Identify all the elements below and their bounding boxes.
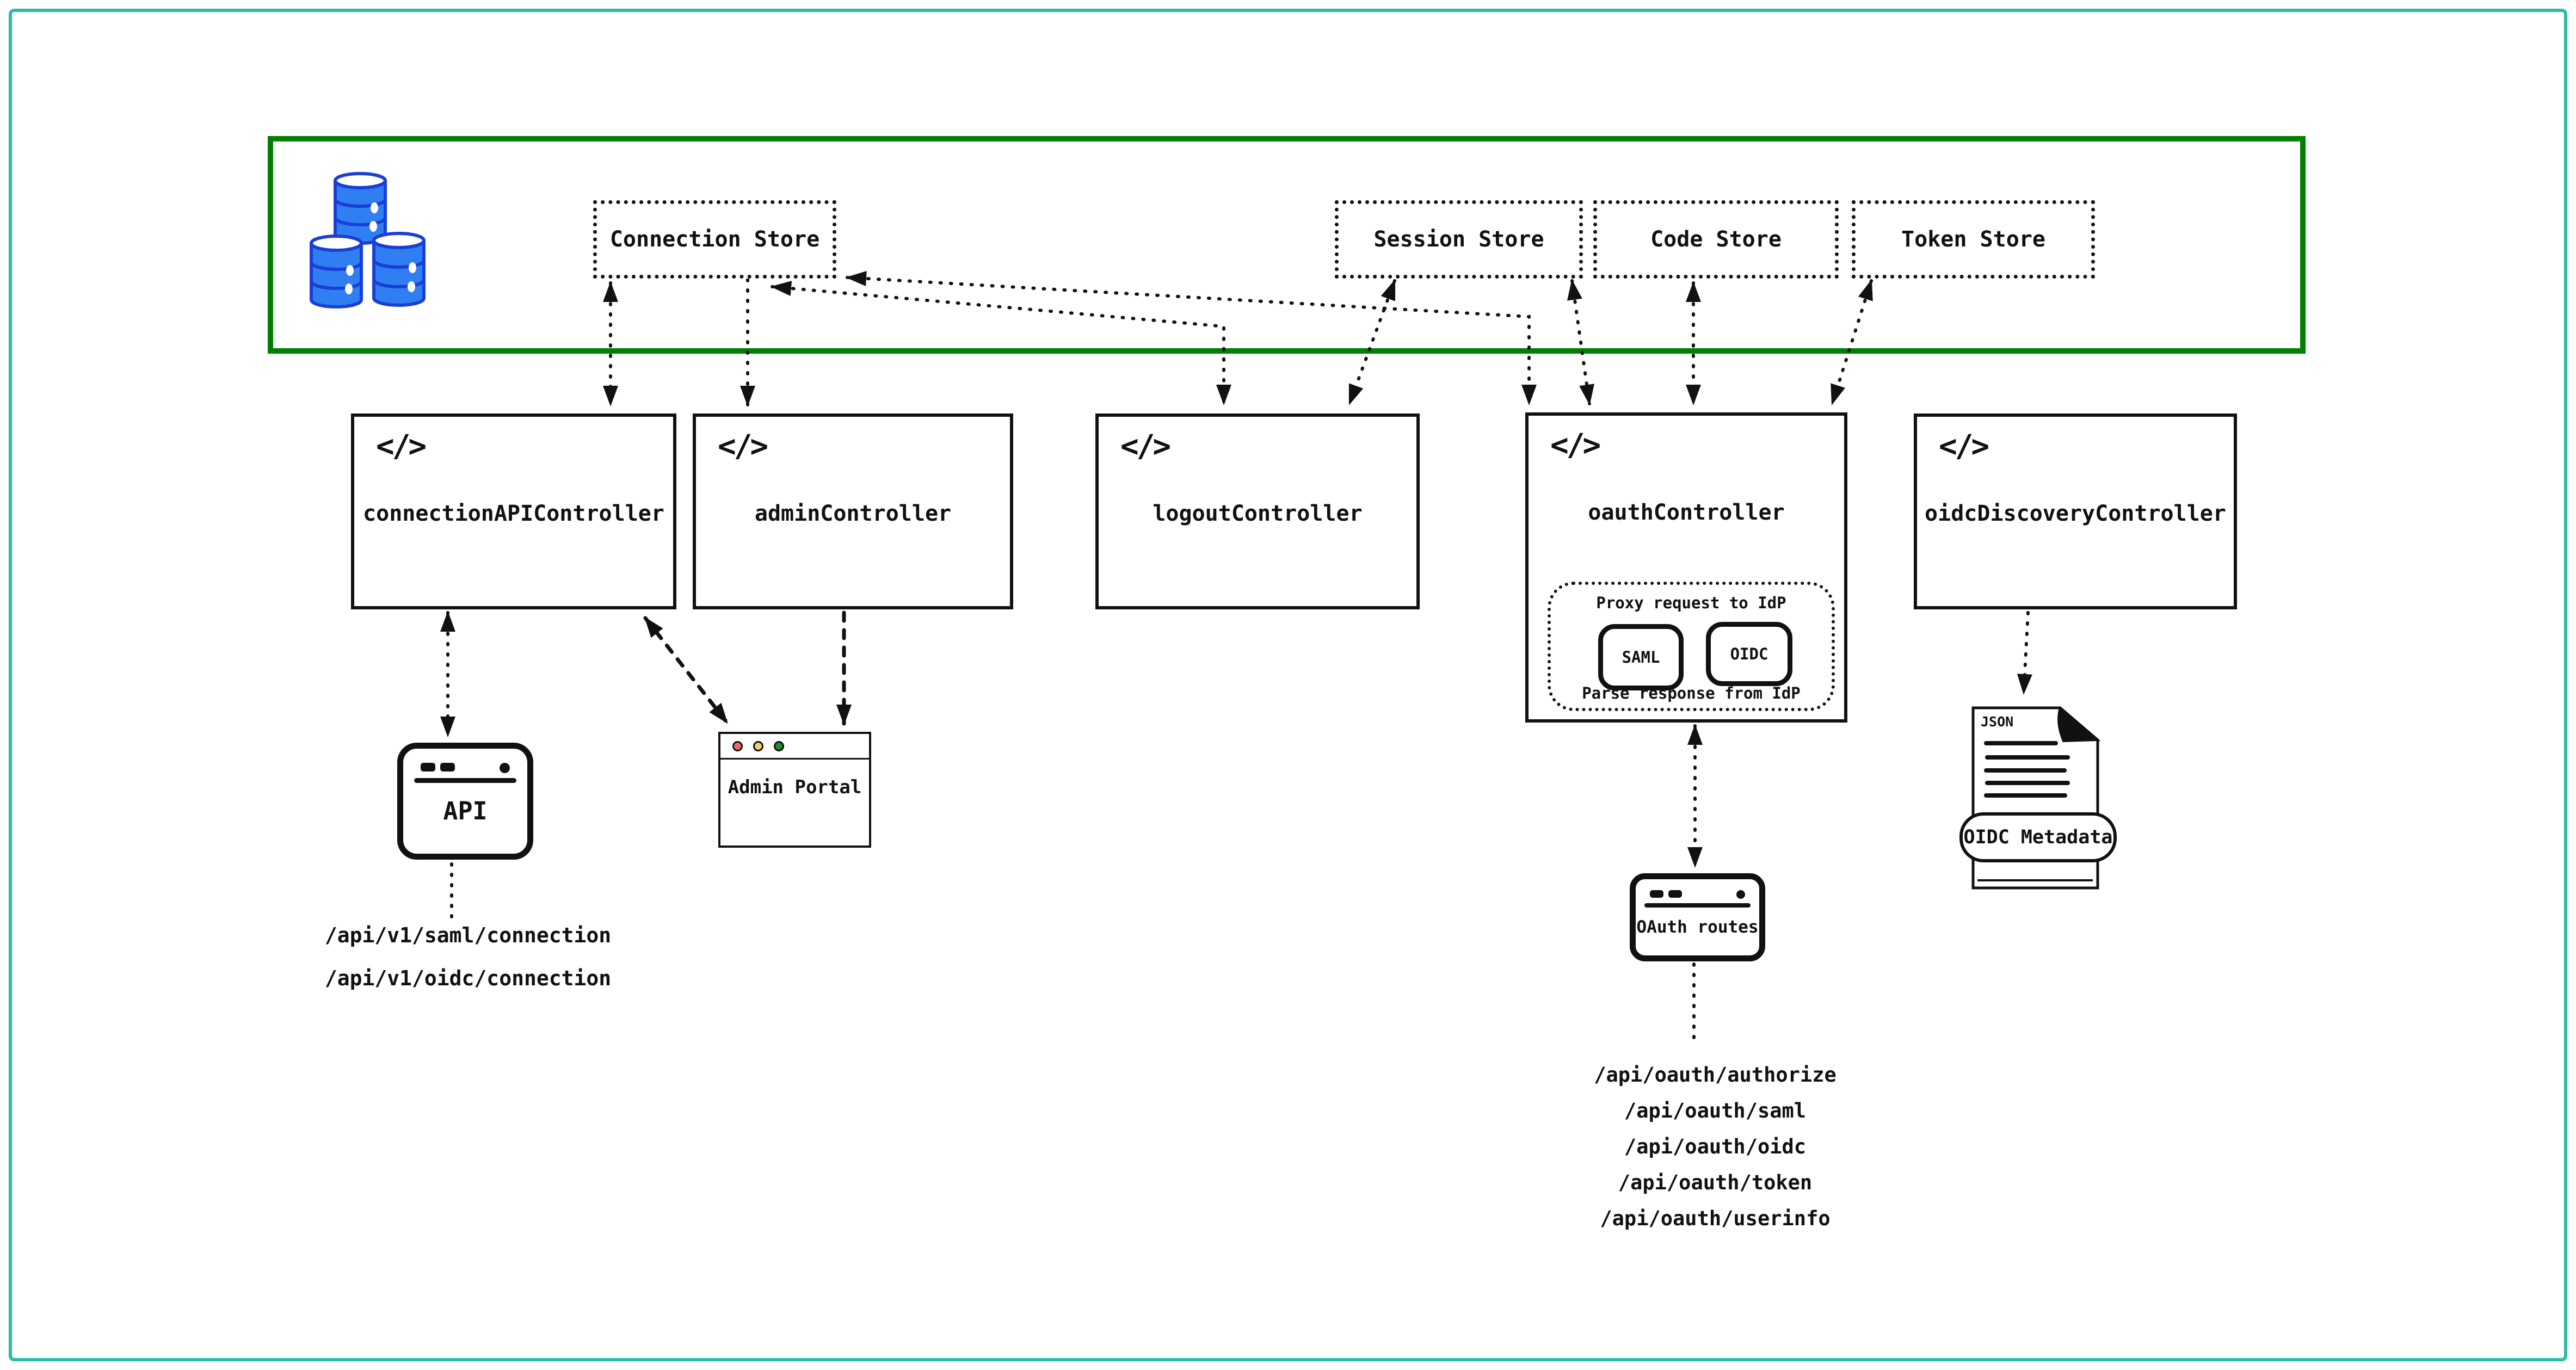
- window-titlebar-line: [1644, 903, 1751, 908]
- window-square-icon: [440, 763, 455, 772]
- oauth-routes-label: OAuth routes: [1636, 917, 1759, 937]
- node-oauth-controller: </> oauthController Proxy request to IdP…: [1525, 412, 1847, 723]
- red-dot-icon: [732, 740, 743, 751]
- oauth-path: /api/oauth/userinfo: [1600, 1207, 1831, 1230]
- node-label: adminController: [754, 501, 952, 526]
- api-window browser-window-icon: API: [397, 743, 533, 860]
- arrow-token-store-oauth: [1831, 279, 1873, 405]
- node-oidc-discovery-controller: </> oidcDiscoveryController: [1914, 414, 2237, 609]
- yellow-dot-icon: [753, 740, 763, 751]
- code-icon: </>: [1550, 428, 1601, 463]
- idp-proxy-group: Proxy request to IdP SAML OIDC Parse res…: [1548, 582, 1835, 711]
- node-label: connectionAPIController: [363, 501, 664, 526]
- node-label: logoutController: [1153, 501, 1363, 526]
- oauth-path: /api/oauth/saml: [1624, 1099, 1807, 1122]
- arrow-session-store-logout: [1348, 279, 1396, 405]
- node-label: oauthController: [1588, 500, 1785, 525]
- json-file-type-label: JSON: [1981, 714, 2014, 730]
- store-token-label: Token Store: [1901, 227, 2045, 252]
- window-square-icon: [421, 763, 435, 772]
- node-logout-controller: </> logoutController: [1095, 414, 1420, 609]
- oidc-chip: OIDC: [1706, 622, 1792, 686]
- store-connection: Connection Store: [593, 200, 836, 279]
- store-code-label: Code Store: [1650, 227, 1782, 252]
- oauth-path: /api/oauth/oidc: [1624, 1135, 1807, 1158]
- admin-portal-label: Admin Portal: [728, 776, 862, 798]
- window-square-icon: [1650, 890, 1663, 898]
- admin-portal-titlebar: [720, 734, 869, 760]
- window-dot-icon: [1736, 890, 1745, 899]
- oauth-path: /api/oauth/authorize: [1594, 1063, 1837, 1087]
- api-path: /api/v1/oidc/connection: [324, 966, 612, 990]
- proxy-request-label: Proxy request to IdP: [1596, 594, 1786, 612]
- window-dot-icon: [500, 763, 510, 773]
- node-admin-controller: </> adminController: [693, 414, 1013, 609]
- node-label: oidcDiscoveryController: [1925, 501, 2226, 526]
- api-window-label: API: [443, 797, 488, 825]
- store-session: Session Store: [1335, 200, 1583, 279]
- outer-frame: [9, 9, 2567, 1361]
- arrow-session-store-oauth: [1567, 279, 1594, 405]
- arrow-connection-api-admin-portal: [643, 616, 729, 725]
- oidc-chip-label: OIDC: [1730, 645, 1768, 663]
- code-icon: </>: [1120, 429, 1171, 464]
- store-session-label: Session Store: [1373, 227, 1544, 252]
- oauth-routes-window browser-window-icon: OAuth routes: [1630, 873, 1765, 961]
- node-connection-api-controller: </> connectionAPIController: [351, 414, 676, 609]
- store-connection-label: Connection Store: [609, 227, 820, 252]
- code-icon: </>: [376, 429, 427, 464]
- oidc-metadata-label: OIDC Metadata: [1963, 826, 2113, 848]
- arrow-oidc-discovery-metadata: [2017, 611, 2032, 695]
- green-dot-icon: [774, 740, 784, 751]
- oauth-path: /api/oauth/token: [1618, 1171, 1813, 1194]
- parse-response-label: Parse response from IdP: [1582, 684, 1801, 702]
- api-path: /api/v1/saml/connection: [324, 923, 612, 947]
- window-square-icon: [1668, 890, 1682, 898]
- arrow-connection-store-logout: [771, 281, 1231, 405]
- saml-chip-label: SAML: [1622, 648, 1660, 667]
- oidc-metadata-banner: OIDC Metadata: [1959, 812, 2117, 862]
- arrow-connection-store-oauth: [846, 271, 1537, 405]
- database-icon: [310, 172, 426, 308]
- store-code: Code Store: [1593, 200, 1839, 279]
- code-icon: </>: [1939, 429, 1989, 464]
- store-token: Token Store: [1852, 200, 2095, 279]
- admin-portal-window browser-window-icon: Admin Portal: [718, 732, 871, 848]
- code-icon: </>: [718, 429, 768, 464]
- window-titlebar-line: [414, 778, 516, 783]
- saml-chip: SAML: [1598, 624, 1684, 690]
